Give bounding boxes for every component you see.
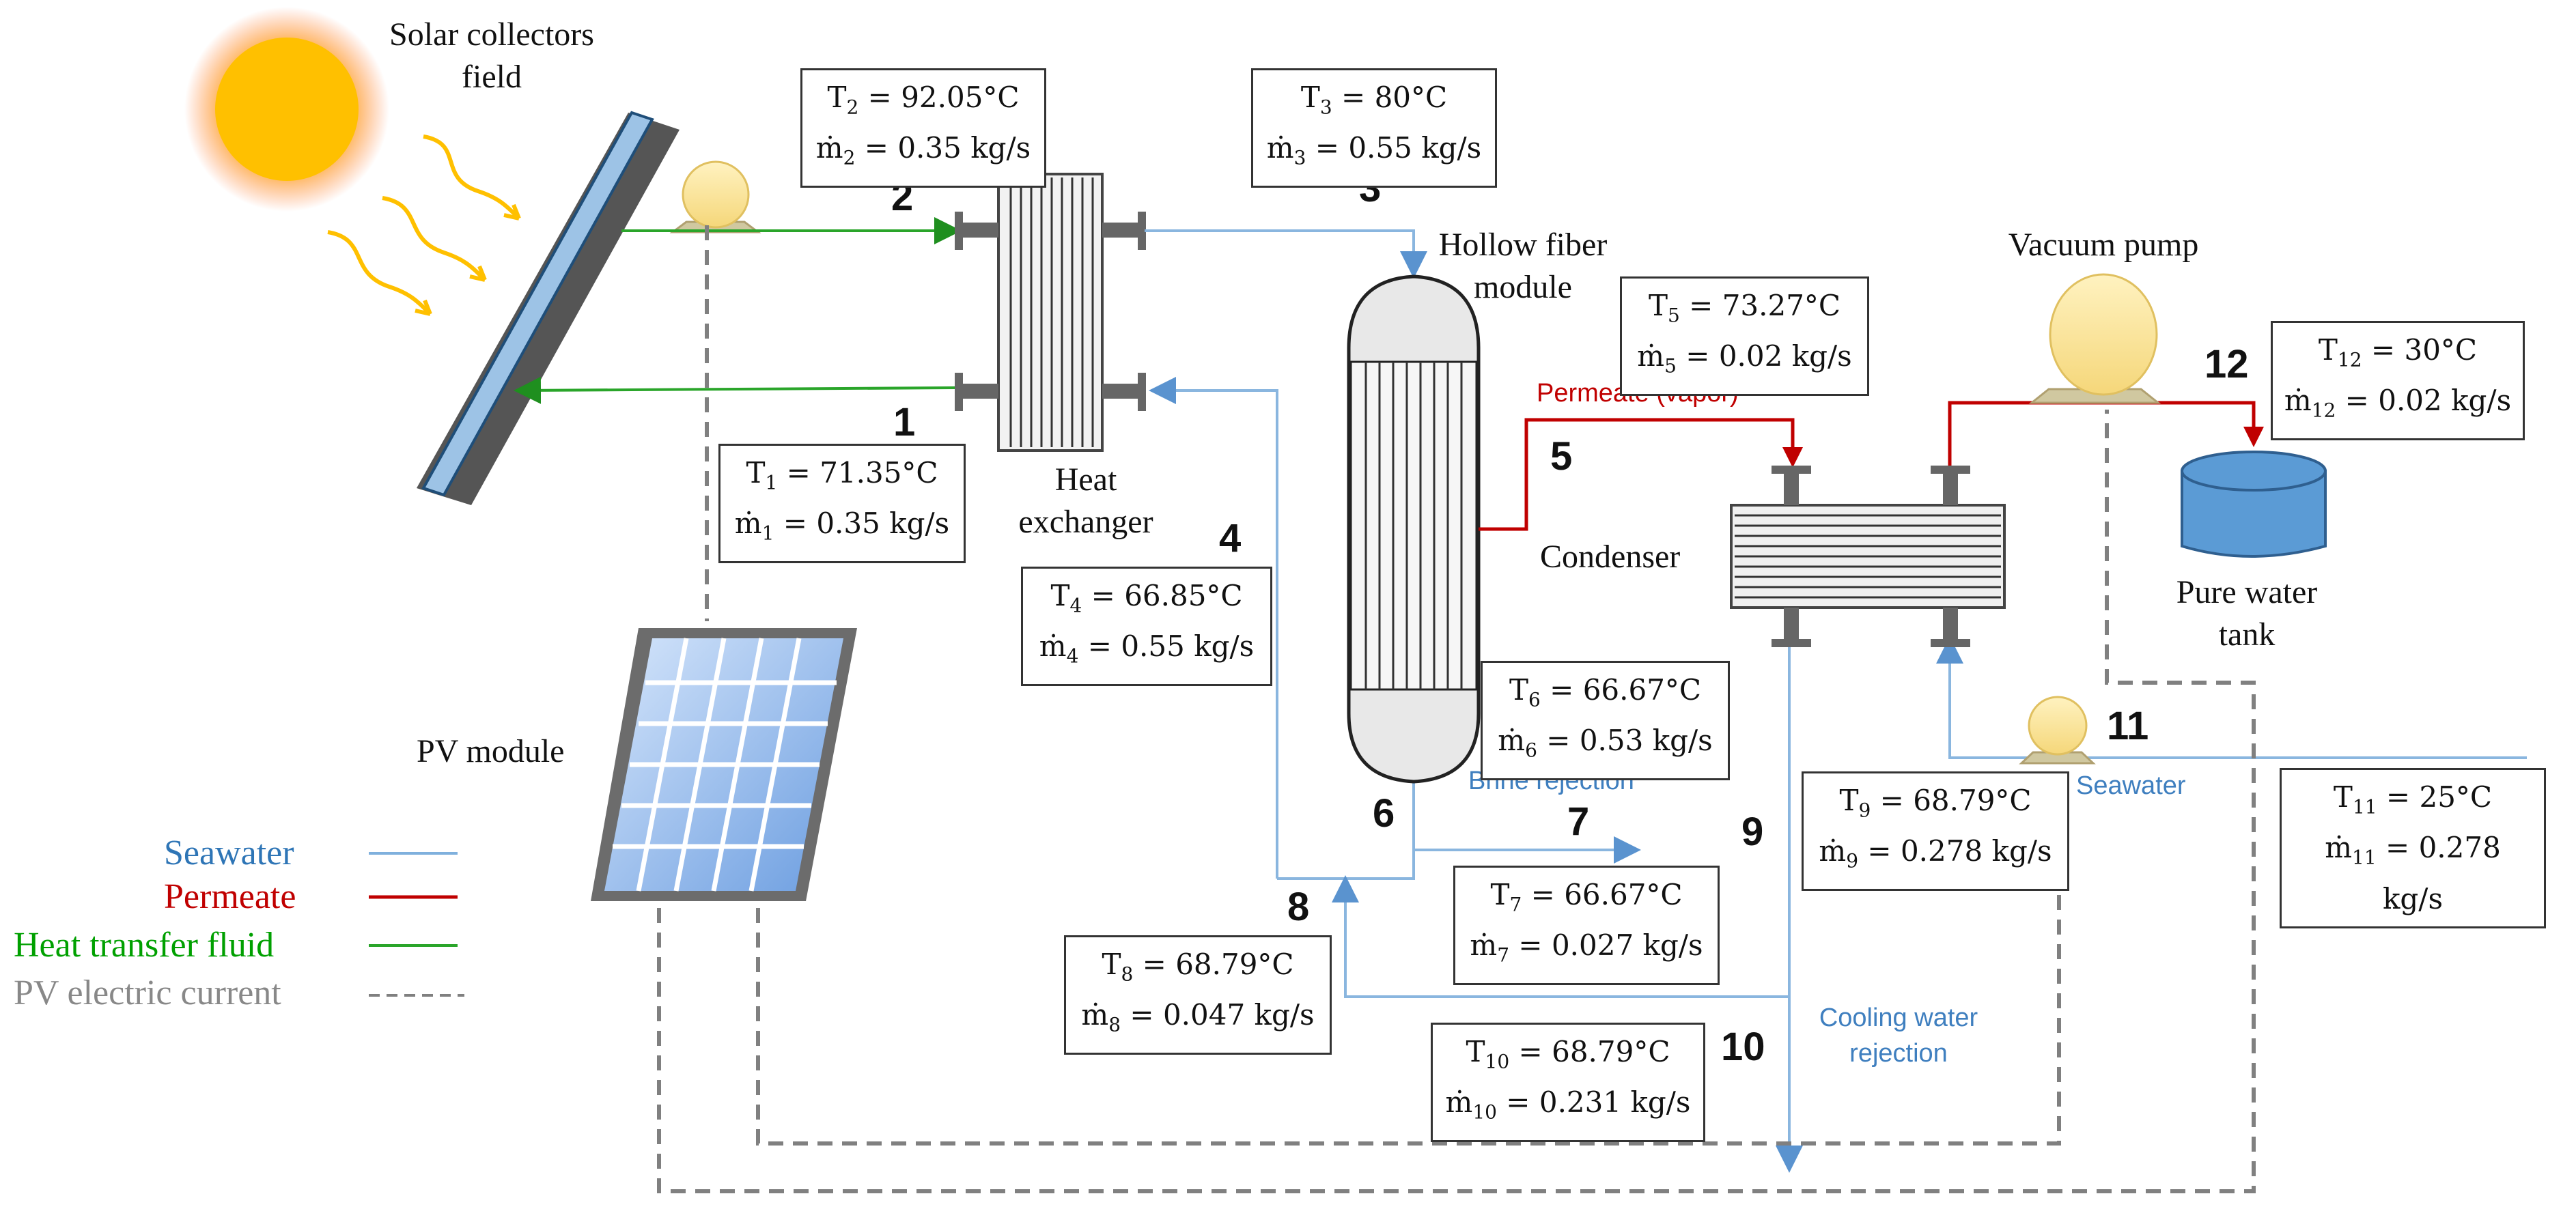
stream-8-temperature: 68.79°C [1175,948,1294,981]
stream-1-temperature: 71.35°C [820,456,938,489]
stream-6-properties: T6 = 66.67°C ṁ6 = 0.53 kg/s [1481,661,1730,780]
stream-7-temperature: 66.67°C [1564,878,1683,911]
legend-seawater-label: Seawater [164,834,294,872]
stream-10-massflow: 0.231 kg/s [1539,1085,1691,1120]
seawater-pump-icon [2019,696,2096,765]
stream-11-properties: T11 = 25°C ṁ11 = 0.278 kg/s [2280,768,2546,928]
stream-5-massflow: 0.02 kg/s [1718,339,1852,373]
legend-permeate-label: Permeate [164,877,296,916]
label-pv-module: PV module [417,733,565,769]
stream-number-9: 9 [1741,810,1764,854]
pv-wire-to-vacuum-pump [657,410,2256,1193]
stream-4-massflow: 0.55 kg/s [1121,629,1255,664]
stream-11-massflow: 0.278 kg/s [2382,831,2501,915]
stream-6-massflow: 0.53 kg/s [1579,724,1713,758]
condenser-icon [1730,466,2006,647]
label-hollow-fiber-module: Hollow fiber module [1438,227,1608,305]
stream-4-properties: T4 = 66.85°C ṁ4 = 0.55 kg/s [1021,567,1272,686]
stream-number-4: 4 [1219,516,1242,560]
hollow-fiber-module-icon [1347,274,1481,784]
stream-number-7: 7 [1567,799,1590,844]
stream-12-temperature: 30°C [2404,333,2478,367]
seawater-line-11 [1936,636,2527,759]
stream-7-properties: T7 = 66.67°C ṁ7 = 0.027 kg/s [1453,866,1720,985]
stream-9-massflow: 0.278 kg/s [1900,834,2052,868]
stream-5-properties: T5 = 73.27°C ṁ5 = 0.02 kg/s [1620,276,1869,396]
seawater-line-8 [1332,875,1789,998]
vacuum-pump-icon [2028,273,2161,404]
stream-3-temperature: 80°C [1374,81,1448,114]
stream-6-temperature: 66.67°C [1582,673,1702,707]
htf-pump-icon [669,160,761,233]
label-solar-collectors: Solar collectors field [389,16,594,95]
pv-module-icon [591,628,857,901]
seawater-line-4 [1149,377,1278,879]
stream-2-massflow: 0.35 kg/s [897,131,1031,165]
stream-number-11: 11 [2107,704,2149,748]
legend-pv-label: PV electric current [14,973,281,1012]
htf-line-1 [514,376,957,404]
stream-10-temperature: 68.79°C [1552,1035,1670,1068]
stream-2-properties: T2 = 92.05°C ṁ2 = 0.35 kg/s [800,68,1046,188]
stream-2-temperature: 92.05°C [901,81,1020,114]
permeate-line-5 [1479,418,1803,531]
stream-10-properties: T10 = 68.79°C ṁ10 = 0.231 kg/s [1431,1023,1705,1142]
label-vacuum-pump: Vacuum pump [2008,227,2199,263]
stream-5-temperature: 73.27°C [1722,289,1841,322]
label-heat-exchanger: Heat exchanger [1018,461,1153,540]
stream-1-massflow: 0.35 kg/s [816,507,950,541]
label-seawater-inlet: Seawater [2076,771,2186,800]
stream-8-massflow: 0.047 kg/s [1162,998,1315,1032]
stream-number-5: 5 [1550,434,1573,479]
stream-3-massflow: 0.55 kg/s [1348,131,1482,165]
solar-collector-icon [417,111,680,505]
label-pure-water-tank: Pure water tank [2176,574,2318,653]
stream-11-temperature: 25°C [2419,780,2493,814]
pure-water-tank-icon [2181,451,2327,558]
stream-4-temperature: 66.85°C [1124,579,1243,612]
seawater-line-3 [1145,229,1427,279]
stream-number-10: 10 [1721,1025,1765,1069]
stream-12-massflow: 0.02 kg/s [2378,384,2512,418]
stream-7-massflow: 0.027 kg/s [1551,928,1703,963]
heat-exchanger-icon [955,173,1146,452]
stream-number-12: 12 [2204,342,2249,386]
legend-htf-label: Heat transfer fluid [14,926,275,965]
sun-icon [184,7,389,212]
stream-12-properties: T12 = 30°C ṁ12 = 0.02 kg/s [2271,321,2525,440]
stream-number-1: 1 [893,400,916,444]
pv-wire-to-seawater-pump [756,765,2061,1146]
stream-1-properties: T1 = 71.35°C ṁ1 = 0.35 kg/s [718,444,966,563]
stream-9-temperature: 68.79°C [1913,784,2032,817]
stream-9-properties: T9 = 68.79°C ṁ9 = 0.278 kg/s [1802,771,2069,891]
stream-number-8: 8 [1287,885,1310,929]
label-cooling-water-rejection: Cooling water rejection [1819,1004,1978,1068]
stream-3-properties: T3 = 80°C ṁ3 = 0.55 kg/s [1251,68,1497,188]
stream-8-properties: T8 = 68.79°C ṁ8 = 0.047 kg/s [1064,935,1332,1055]
label-condenser: Condenser [1540,539,1681,575]
seawater-line-6 [1277,758,1415,880]
stream-number-6: 6 [1373,791,1395,836]
sun-rays-icon [327,134,521,316]
